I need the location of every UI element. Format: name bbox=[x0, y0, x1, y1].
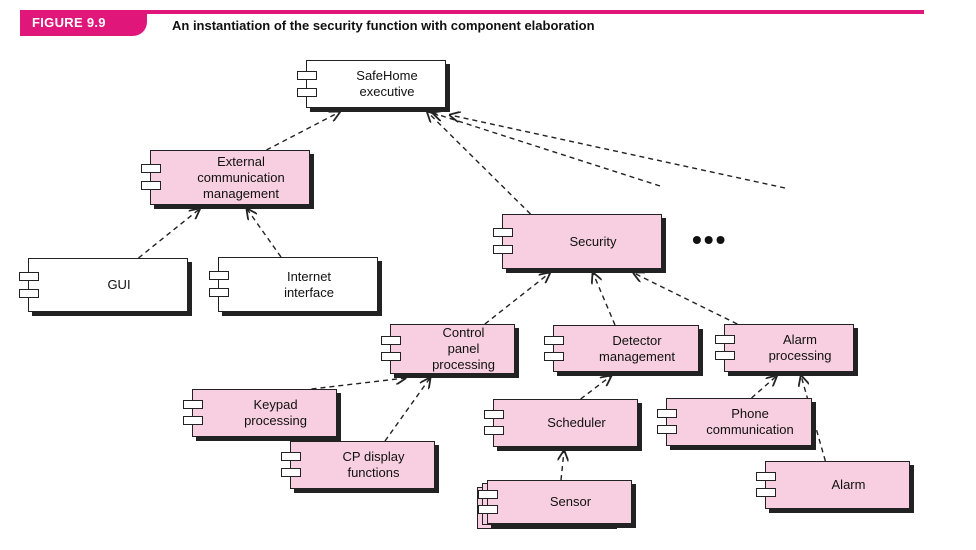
component-tab bbox=[19, 289, 39, 298]
component-detector-management[interactable]: Detector management bbox=[544, 325, 699, 372]
component-tab bbox=[141, 181, 161, 190]
component-tab bbox=[544, 336, 564, 345]
component-tab bbox=[544, 352, 564, 361]
component-tab bbox=[381, 352, 401, 361]
component-scheduler[interactable]: Scheduler bbox=[484, 399, 638, 447]
component-tab bbox=[484, 426, 504, 435]
component-tab bbox=[493, 245, 513, 254]
component-internet-interface[interactable]: Internet interface bbox=[209, 257, 378, 312]
component-tab bbox=[141, 164, 161, 173]
component-label: Control panel processing bbox=[432, 325, 495, 372]
dependency-line-gui-to-ext-comm bbox=[138, 209, 200, 259]
component-tab bbox=[715, 335, 735, 344]
component-label: Security bbox=[569, 233, 617, 249]
component-label: SafeHome executive bbox=[356, 68, 418, 99]
dependency-line-ext-comm-to-safehome bbox=[266, 112, 340, 151]
component-phone-communication[interactable]: Phone communication bbox=[657, 398, 812, 446]
dependency-line-internet-to-ext-comm bbox=[247, 209, 282, 258]
component-tab bbox=[297, 88, 317, 97]
component-label: Sensor bbox=[549, 494, 592, 509]
component-gui[interactable]: GUI bbox=[19, 258, 188, 312]
header-rule bbox=[20, 10, 924, 14]
component-tab bbox=[484, 410, 504, 419]
component-label: CP display functions bbox=[342, 449, 405, 480]
dependency-line-cp-display-to-control-panel bbox=[384, 378, 430, 442]
component-tab bbox=[756, 488, 776, 497]
dependency-line-detector-to-security bbox=[593, 273, 616, 326]
component-tab bbox=[183, 416, 203, 425]
component-tab bbox=[209, 271, 229, 280]
component-label: External communication management bbox=[197, 153, 285, 201]
component-tab bbox=[281, 468, 301, 477]
component-control-panel-processing[interactable]: Control panel processing bbox=[381, 324, 515, 374]
component-label: Detector management bbox=[599, 332, 675, 364]
more-components-indicator: ••• bbox=[692, 224, 728, 255]
component-tab bbox=[19, 272, 39, 281]
figure-caption: An instantiation of the security functio… bbox=[172, 18, 595, 33]
component-tab bbox=[281, 452, 301, 461]
component-external-communication-management[interactable]: External communication management bbox=[141, 150, 310, 205]
component-tab bbox=[183, 400, 203, 409]
component-tab bbox=[493, 228, 513, 237]
figure-label: FIGURE 9.9 bbox=[20, 10, 147, 36]
component-tab bbox=[478, 490, 498, 499]
dependency-line-sensor-to-scheduler bbox=[561, 451, 564, 481]
component-tab bbox=[715, 351, 735, 360]
dependency-line-phone-to-alarm-proc bbox=[751, 376, 777, 399]
dependency-line-scheduler-to-detector bbox=[580, 376, 611, 400]
component-security[interactable]: Security bbox=[493, 214, 662, 269]
dependency-line-more-1 bbox=[433, 113, 661, 187]
dependency-line-control-panel-to-security bbox=[484, 273, 550, 325]
component-tab bbox=[657, 409, 677, 418]
component-tab bbox=[756, 472, 776, 481]
component-cp-display-functions[interactable]: CP display functions bbox=[281, 441, 435, 489]
dependency-line-more-2 bbox=[450, 115, 786, 189]
component-tab bbox=[478, 505, 498, 514]
component-tab bbox=[209, 288, 229, 297]
dependency-line-security-to-safehome bbox=[428, 112, 531, 215]
component-keypad-processing[interactable]: Keypad processing bbox=[183, 389, 337, 437]
component-tab bbox=[657, 425, 677, 434]
component-safehome-executive[interactable]: SafeHome executive bbox=[297, 60, 446, 108]
dependency-line-alarm-proc-to-security bbox=[634, 273, 738, 325]
dependency-line-keypad-to-control-panel bbox=[311, 378, 406, 390]
component-alarm-processing[interactable]: Alarm processing bbox=[715, 324, 854, 372]
component-tab bbox=[381, 336, 401, 345]
component-label: Phone communication bbox=[706, 406, 794, 437]
component-label: Alarm processing bbox=[768, 332, 832, 363]
component-alarm[interactable]: Alarm bbox=[756, 461, 910, 509]
component-sensor[interactable]: Sensor bbox=[478, 480, 632, 524]
component-label: Alarm bbox=[831, 477, 866, 492]
component-tab bbox=[297, 71, 317, 80]
component-label: Scheduler bbox=[547, 415, 606, 430]
component-label: Keypad processing bbox=[244, 397, 307, 428]
component-label: Internet interface bbox=[284, 268, 334, 300]
component-label: GUI bbox=[107, 277, 131, 292]
dependency-line-alarm-to-alarm-proc bbox=[801, 376, 827, 462]
